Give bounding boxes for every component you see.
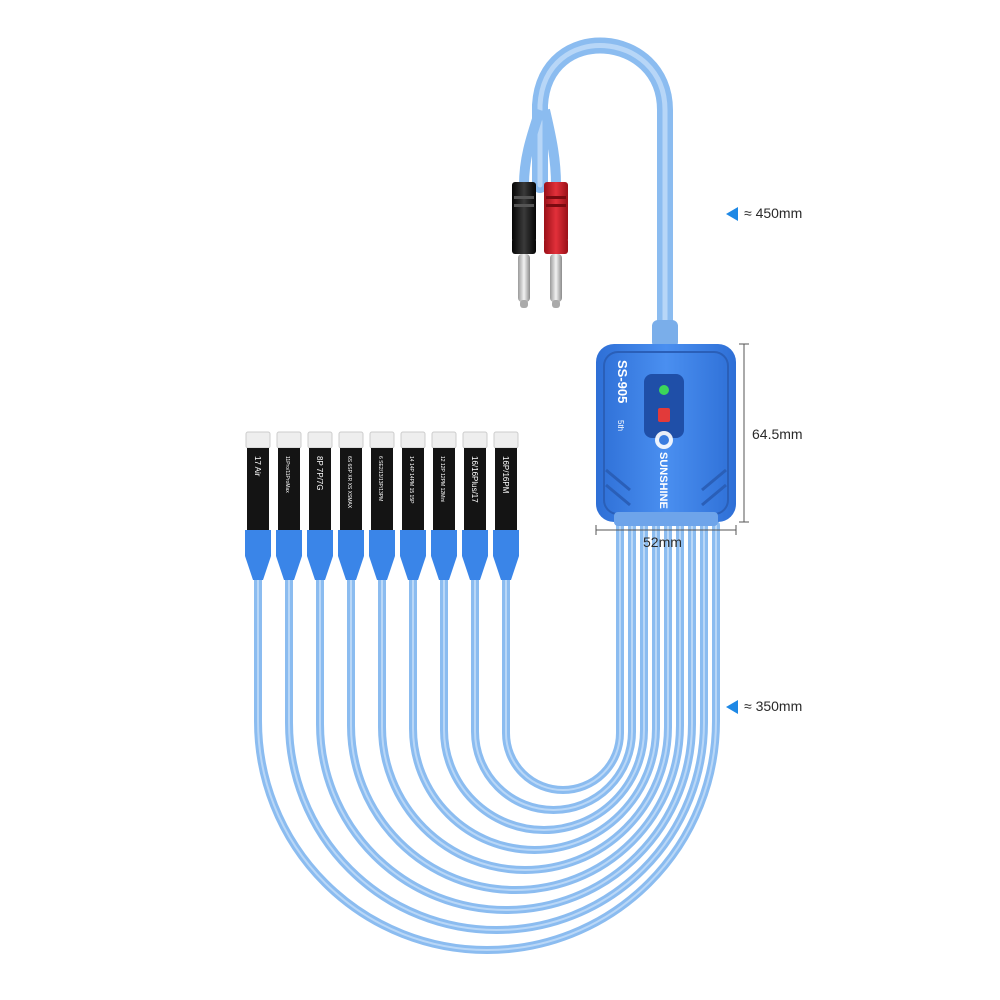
lower-cable-highlight — [319, 525, 693, 911]
connector-label: 11Pro/11ProMax — [284, 456, 290, 493]
connector-pad — [307, 431, 333, 449]
connector-pad — [493, 431, 519, 449]
connector-flex — [464, 448, 486, 532]
connector-flex — [278, 448, 300, 532]
connector-flex — [309, 448, 331, 532]
connector-head: 16P/16PM — [493, 431, 519, 580]
connector-boot — [431, 530, 457, 580]
connector-flex — [340, 448, 362, 532]
box-strain-relief-top — [652, 320, 678, 348]
connector-boot — [338, 530, 364, 580]
connector-flex — [402, 448, 424, 532]
connector-label: 6 SE2/13/13P/13PM — [377, 456, 383, 501]
led-green-icon — [659, 385, 669, 395]
split-cable-black — [519, 108, 545, 186]
connector-flex — [495, 448, 517, 532]
connector-flex — [247, 448, 269, 532]
connector-label: 6S 6SP XR XS XSMAX — [346, 456, 352, 509]
connector-head: 12 12P 12PM 12Mini — [431, 431, 457, 580]
connector-pad — [462, 431, 488, 449]
connector-head: 6 SE2/13/13P/13PM — [369, 431, 395, 580]
lower-cable-highlight — [505, 525, 621, 791]
connector-head: 16/16Plus/17 — [462, 431, 488, 580]
connector-head: 17 Air — [245, 431, 271, 580]
lower-cable-length: ≈ 350mm — [744, 698, 803, 714]
split-cable-red — [540, 108, 561, 186]
connector-label: 12 12P 12PM 12Mini — [439, 456, 445, 502]
connector-head: 14 14P 14PM 15 15P — [400, 431, 426, 580]
lower-cable-highlight — [474, 525, 633, 811]
connector-boot — [307, 530, 333, 580]
box-width-label: 52mm — [643, 534, 682, 550]
connector-pad — [400, 431, 426, 449]
connector-label: 16P/16PM — [501, 456, 510, 494]
box-brand-text: SUNSHINE — [657, 452, 669, 509]
lower-cable-arrow-icon — [726, 700, 738, 714]
lower-cable-highlight — [288, 525, 705, 931]
box-model-text: SS-905 — [615, 360, 630, 403]
connector-boot — [245, 530, 271, 580]
upper-cable-length: ≈ 450mm — [744, 205, 803, 221]
connector-pad — [276, 431, 302, 449]
connector-head: 11Pro/11ProMax — [276, 431, 302, 580]
connector-pad — [431, 431, 457, 449]
connector-label: 8P 7P/7G — [315, 456, 324, 491]
box-height-label: 64.5mm — [752, 426, 803, 442]
connector-label: 16/16Plus/17 — [470, 456, 479, 503]
lower-cable — [378, 521, 672, 874]
connector-boot — [400, 530, 426, 580]
connector-boot — [369, 530, 395, 580]
box-dimension-lines — [595, 343, 749, 535]
connector-boot — [276, 530, 302, 580]
connector-boot — [462, 530, 488, 580]
control-box — [596, 344, 736, 526]
connector-pad — [338, 431, 364, 449]
lower-cable-highlight — [412, 525, 657, 851]
connector-boot — [493, 530, 519, 580]
lower-cable-highlight — [443, 525, 645, 831]
lower-cables — [254, 521, 720, 954]
lower-cable-highlight — [350, 525, 681, 891]
connector-flex — [371, 448, 393, 532]
connector-head: 6S 6SP XR XS XSMAX — [338, 431, 364, 580]
connector-pad — [245, 431, 271, 449]
lower-cable — [502, 521, 624, 794]
lower-cable-highlight — [257, 525, 717, 951]
upper-cable-loop-highlight — [537, 43, 668, 333]
connector-label: 14 14P 14PM 15 15P — [408, 456, 414, 504]
upper-cable-arrow-icon — [726, 207, 738, 221]
led-red-icon — [658, 408, 670, 422]
connector-head: 8P 7P/7G — [307, 431, 333, 580]
lower-cable-highlight — [381, 525, 669, 871]
connector-heads: 17 Air 11Pro/11ProMax 8P 7P/7G 6S 6SP XR XS… — [245, 431, 519, 580]
black-banana-plug — [512, 182, 536, 308]
connector-pad — [369, 431, 395, 449]
box-model-suffix-text: 5th — [616, 420, 625, 431]
red-banana-plug — [544, 182, 568, 308]
connector-flex — [433, 448, 455, 532]
connector-label: 17 Air — [253, 456, 262, 477]
